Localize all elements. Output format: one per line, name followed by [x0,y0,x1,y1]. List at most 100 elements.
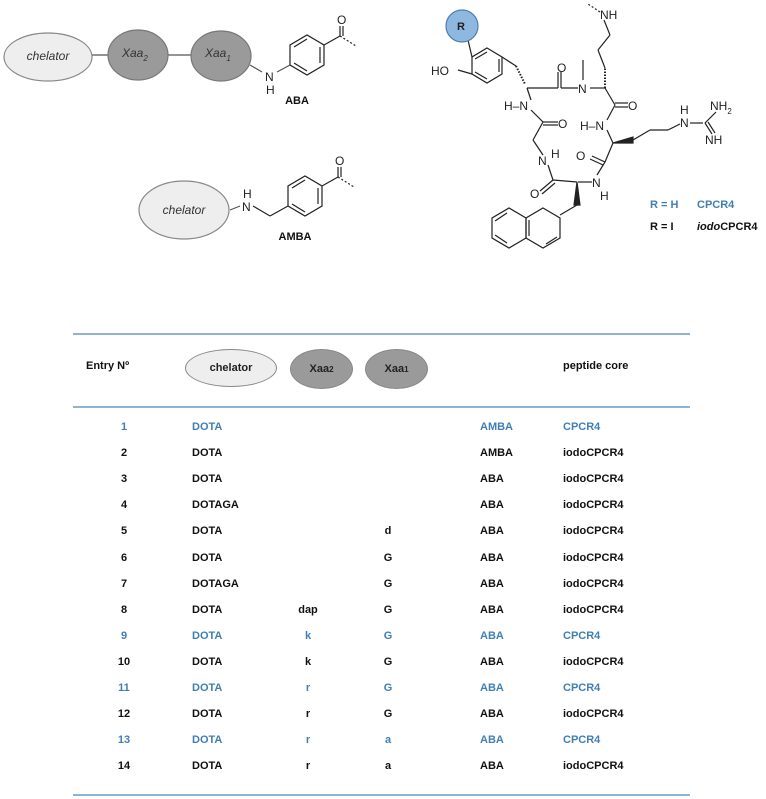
cell-linker: ABA [480,629,504,642]
cell-entry: 11 [118,682,130,694]
aba-xaa1-sub: 1 [226,54,230,63]
cell-entry: 4 [120,499,128,512]
cell-linker: ABA [480,760,504,773]
cell-xaa1: G [383,682,393,694]
cell-xaa1: a [384,760,392,773]
cell-xaa2: r [305,708,311,721]
cell-core: CPCR4 [563,682,601,694]
svg-text:NH2: NH2 [710,99,732,116]
cell-linker: ABA [480,473,504,486]
cell-xaa2: k [304,629,312,642]
aba-xaa1-label: Xaa [204,46,227,60]
cell-core: iodoCPCR4 [563,577,624,590]
imine-nh-label: NH [705,133,722,147]
header-entry: Entry Nº [86,360,130,372]
legend-r-i: R = I [650,221,674,233]
cell-xaa1: d [384,525,392,538]
cell-linker: AMBA [480,447,513,460]
cell-entry: 6 [120,551,128,564]
cell-core: CPCR4 [563,421,601,433]
header-chelator-label: chelator [209,362,253,374]
cell-linker: ABA [480,708,504,721]
amba-n: N [242,200,251,214]
cell-entry: 1 [120,421,128,433]
cell-entry: 7 [120,577,128,590]
cell-xaa1: G [383,708,393,721]
nal-n: N [592,176,601,190]
aba-xaa2-label: Xaa [121,46,144,60]
amba-h: H [243,187,252,201]
carbonyl-o5: O [530,187,539,201]
cell-xaa2: dap [298,603,318,616]
cell-linker: ABA [480,603,504,616]
cell-xaa2: r [305,734,311,747]
cell-linker: ABA [480,499,504,512]
cell-linker: ABA [480,655,504,668]
header-xaa1-label: Xaa [384,363,405,375]
legend-iodo: iodo [697,221,720,233]
carbonyl-o3: O [558,117,567,131]
cell-xaa2: k [304,655,312,668]
cell-core: iodoCPCR4 [563,473,624,486]
cell-core: iodoCPCR4 [563,447,624,460]
table-header-rule [73,406,690,408]
header-xaa2-sub: 2 [329,364,334,374]
cell-chelator: DOTA [192,447,223,460]
cell-chelator: DOTA [192,682,223,694]
header-chelator: chelator [185,349,277,387]
cell-xaa1: a [384,734,392,747]
hydroxyl-label: HO [431,64,449,78]
cell-linker: ABA [480,682,504,694]
nh2-label: NH [710,99,727,113]
legend-r-h: R = H [650,199,678,211]
cell-xaa1: G [383,655,393,668]
aba-h: H [266,83,275,97]
cell-entry: 5 [120,525,128,538]
cell-core: iodoCPCR4 [563,760,624,773]
cell-entry: 9 [120,629,128,642]
table-top-rule [73,333,690,335]
cell-entry: 10 [117,655,131,668]
carbonyl-o1: O [557,61,566,75]
cell-chelator: DOTAGA [192,499,239,512]
n-methyl-label: N [578,82,587,96]
aba-label: ABA [285,95,309,107]
linker-scheme: chelator Xaa2 Xaa1 N H O ABA chelator N … [3,13,357,243]
cell-chelator: DOTA [192,655,223,668]
carbonyl-o2: O [628,99,637,113]
cell-chelator: DOTA [192,525,223,538]
cell-linker: ABA [480,551,504,564]
cell-xaa1: G [383,577,393,590]
carbonyl-o4: O [576,149,585,163]
cell-linker: ABA [480,734,504,747]
cpcr4-structure: R HO NH N O O O O O H–N H–N N H N H N H … [431,3,758,249]
cell-chelator: DOTA [192,734,223,747]
aba-chelator-label: chelator [27,49,71,63]
cell-core: iodoCPCR4 [563,525,624,538]
cell-xaa1: G [383,551,393,564]
gly-h: H [551,147,560,161]
cell-entry: 14 [117,760,131,773]
cell-chelator: DOTA [192,473,223,486]
svg-text:Xaa1: Xaa1 [204,46,231,63]
cell-xaa1: G [383,603,393,616]
cell-entry: 3 [120,473,128,486]
cell-chelator: DOTA [192,421,223,433]
cell-entry: 12 [117,708,131,721]
cell-chelator: DOTA [192,760,223,773]
amba-label: AMBA [279,231,312,243]
table-bottom-rule [73,794,690,796]
amide-hn-1: H–N [504,99,528,113]
nh2-sub: 2 [727,107,732,116]
cell-core: iodoCPCR4 [563,603,624,616]
cell-core: CPCR4 [563,629,601,642]
cell-core: iodoCPCR4 [563,655,624,668]
guanidine-n: N [680,116,689,130]
amba-chelator-label: chelator [163,203,207,217]
svg-text:iodoCPCR4: iodoCPCR4 [697,221,758,233]
header-xaa2-label: Xaa [309,363,330,375]
cell-xaa2: r [305,682,311,694]
